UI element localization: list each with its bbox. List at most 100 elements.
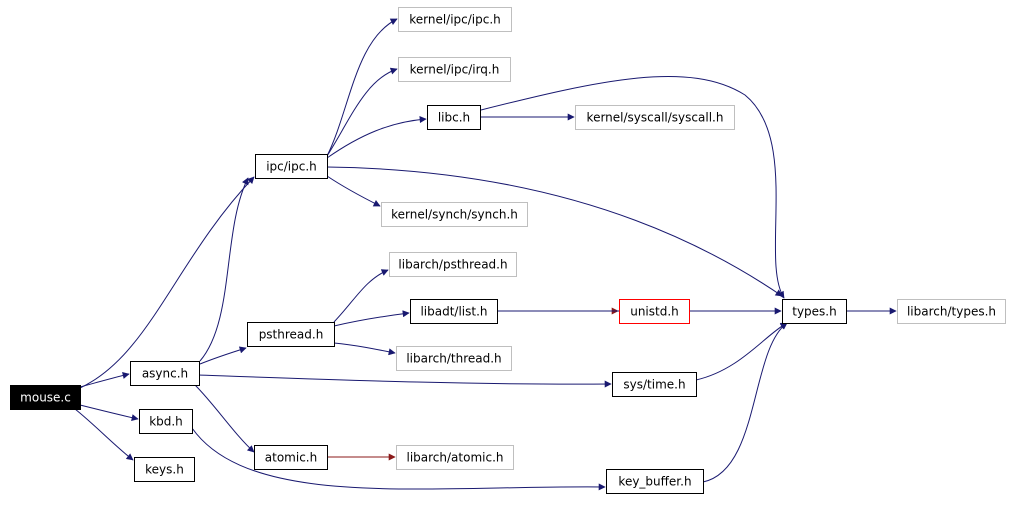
node-label: key_buffer.h <box>618 475 691 489</box>
node-box <box>897 299 1006 324</box>
node-label: libarch/atomic.h <box>407 451 504 465</box>
node-label: libarch/types.h <box>907 305 996 319</box>
edge-path <box>191 427 606 491</box>
node-box <box>398 57 511 82</box>
edge-path <box>326 18 398 157</box>
edge-ipc-ipc-h-to-kernel-synch-synch-h <box>326 175 381 207</box>
edge-ipc-ipc-h-to-kernel-ipc-ipc-h <box>326 18 398 157</box>
edge-path <box>74 408 134 461</box>
edge-ipc-ipc-h-to-kernel-ipc-irq-h <box>326 67 398 157</box>
node-box <box>396 346 512 371</box>
node-box <box>782 299 847 324</box>
node-box <box>389 252 517 277</box>
node-box <box>612 372 697 397</box>
node-unistd-h[interactable]: unistd.h <box>619 299 690 324</box>
node-psthread-h[interactable]: psthread.h <box>247 322 335 347</box>
edges-layer <box>74 18 897 491</box>
edge-path <box>702 322 788 483</box>
edge-ipc-ipc-h-to-types-h <box>326 166 783 297</box>
node-key-buffer-h[interactable]: key_buffer.h <box>606 469 704 494</box>
edge-path <box>333 269 389 323</box>
node-kernel-synch-synch-h: kernel/synch/synch.h <box>381 202 528 227</box>
edge-psthread-h-to-libarch-psthread-h <box>333 269 389 323</box>
edge-path <box>194 384 255 453</box>
edge-path <box>333 342 396 356</box>
node-label: libarch/thread.h <box>406 352 501 366</box>
nodes-layer: mouse.c async.h kbd.h keys.h ipc/ipc.h psthre… <box>10 7 1006 494</box>
node-label: ipc/ipc.h <box>266 160 317 174</box>
node-kernel-ipc-ipc-h: kernel/ipc/ipc.h <box>398 7 512 32</box>
edge-libc-h-to-types-h <box>480 76 785 299</box>
node-label: libc.h <box>438 111 470 125</box>
node-libarch-atomic-h: libarch/atomic.h <box>396 445 514 470</box>
edge-async-h-to-psthread-h <box>199 346 247 365</box>
node-box <box>398 7 512 32</box>
node-kbd-h[interactable]: kbd.h <box>139 409 193 434</box>
node-async-h[interactable]: async.h <box>130 361 200 386</box>
node-label: keys.h <box>145 463 184 477</box>
edge-mouse-c-to-keys-h <box>74 408 134 461</box>
edge-mouse-c-to-ipc-ipc-h <box>79 176 255 389</box>
edge-path <box>326 175 381 207</box>
node-libc-h[interactable]: libc.h <box>427 105 481 130</box>
node-types-h[interactable]: types.h <box>782 299 847 324</box>
node-kernel-ipc-irq-h: kernel/ipc/irq.h <box>398 57 511 82</box>
node-box <box>619 299 690 324</box>
node-ipc-ipc-h[interactable]: ipc/ipc.h <box>255 154 328 179</box>
node-label: libarch/psthread.h <box>398 258 507 272</box>
edge-path <box>79 372 130 388</box>
edge-path <box>326 67 398 157</box>
node-label: unistd.h <box>630 305 679 319</box>
node-box <box>410 299 498 324</box>
edge-async-h-to-ipc-ipc-h <box>199 177 249 362</box>
node-libarch-psthread-h: libarch/psthread.h <box>389 252 517 277</box>
node-box <box>10 385 81 410</box>
node-label: async.h <box>142 367 188 381</box>
edge-ipc-ipc-h-to-libc-h <box>326 116 427 159</box>
node-box <box>606 469 704 494</box>
node-label: kernel/ipc/ipc.h <box>409 13 501 27</box>
node-label: types.h <box>792 305 836 319</box>
edge-async-h-to-atomic-h <box>194 384 255 453</box>
node-keys-h[interactable]: keys.h <box>134 457 195 482</box>
node-label: kbd.h <box>149 415 183 429</box>
node-label: sys/time.h <box>623 378 685 392</box>
edge-async-h-to-sys-time-h <box>198 374 612 388</box>
edge-path <box>480 76 785 299</box>
node-label: libadt/list.h <box>420 305 487 319</box>
node-box <box>381 202 528 227</box>
node-libadt-list-h[interactable]: libadt/list.h <box>410 299 498 324</box>
node-box <box>139 409 193 434</box>
edge-sys-time-h-to-types-h <box>695 322 788 381</box>
edge-path <box>326 166 783 297</box>
edge-psthread-h-to-libarch-thread-h <box>333 342 396 356</box>
node-atomic-h[interactable]: atomic.h <box>254 445 328 470</box>
node-kernel-syscall-syscall-h: kernel/syscall/syscall.h <box>575 105 735 130</box>
edge-key-buffer-h-to-types-h <box>702 322 788 483</box>
edge-path <box>333 310 410 327</box>
edge-path <box>79 404 139 422</box>
edge-mouse-c-to-async-h <box>79 372 130 388</box>
edge-psthread-h-to-libadt-list-h <box>333 310 410 327</box>
node-box <box>255 154 328 179</box>
node-libarch-thread-h: libarch/thread.h <box>396 346 512 371</box>
edge-mouse-c-to-kbd-h <box>79 404 139 422</box>
node-box <box>247 322 335 347</box>
node-box <box>130 361 200 386</box>
edge-path <box>198 374 612 388</box>
node-sys-time-h[interactable]: sys/time.h <box>612 372 697 397</box>
edge-path <box>79 176 255 389</box>
edge-path <box>199 346 247 365</box>
edge-path <box>326 116 427 159</box>
node-box <box>134 457 195 482</box>
node-label: psthread.h <box>259 328 324 342</box>
node-box <box>396 445 514 470</box>
node-libarch-types-h: libarch/types.h <box>897 299 1006 324</box>
node-label: kernel/ipc/irq.h <box>410 63 500 77</box>
edge-path <box>695 322 788 381</box>
node-mouse-c[interactable]: mouse.c <box>10 385 81 410</box>
node-label: kernel/syscall/syscall.h <box>587 111 724 125</box>
node-label: atomic.h <box>265 451 317 465</box>
node-box <box>575 105 735 130</box>
edge-kbd-h-to-key-buffer-h <box>191 427 606 491</box>
